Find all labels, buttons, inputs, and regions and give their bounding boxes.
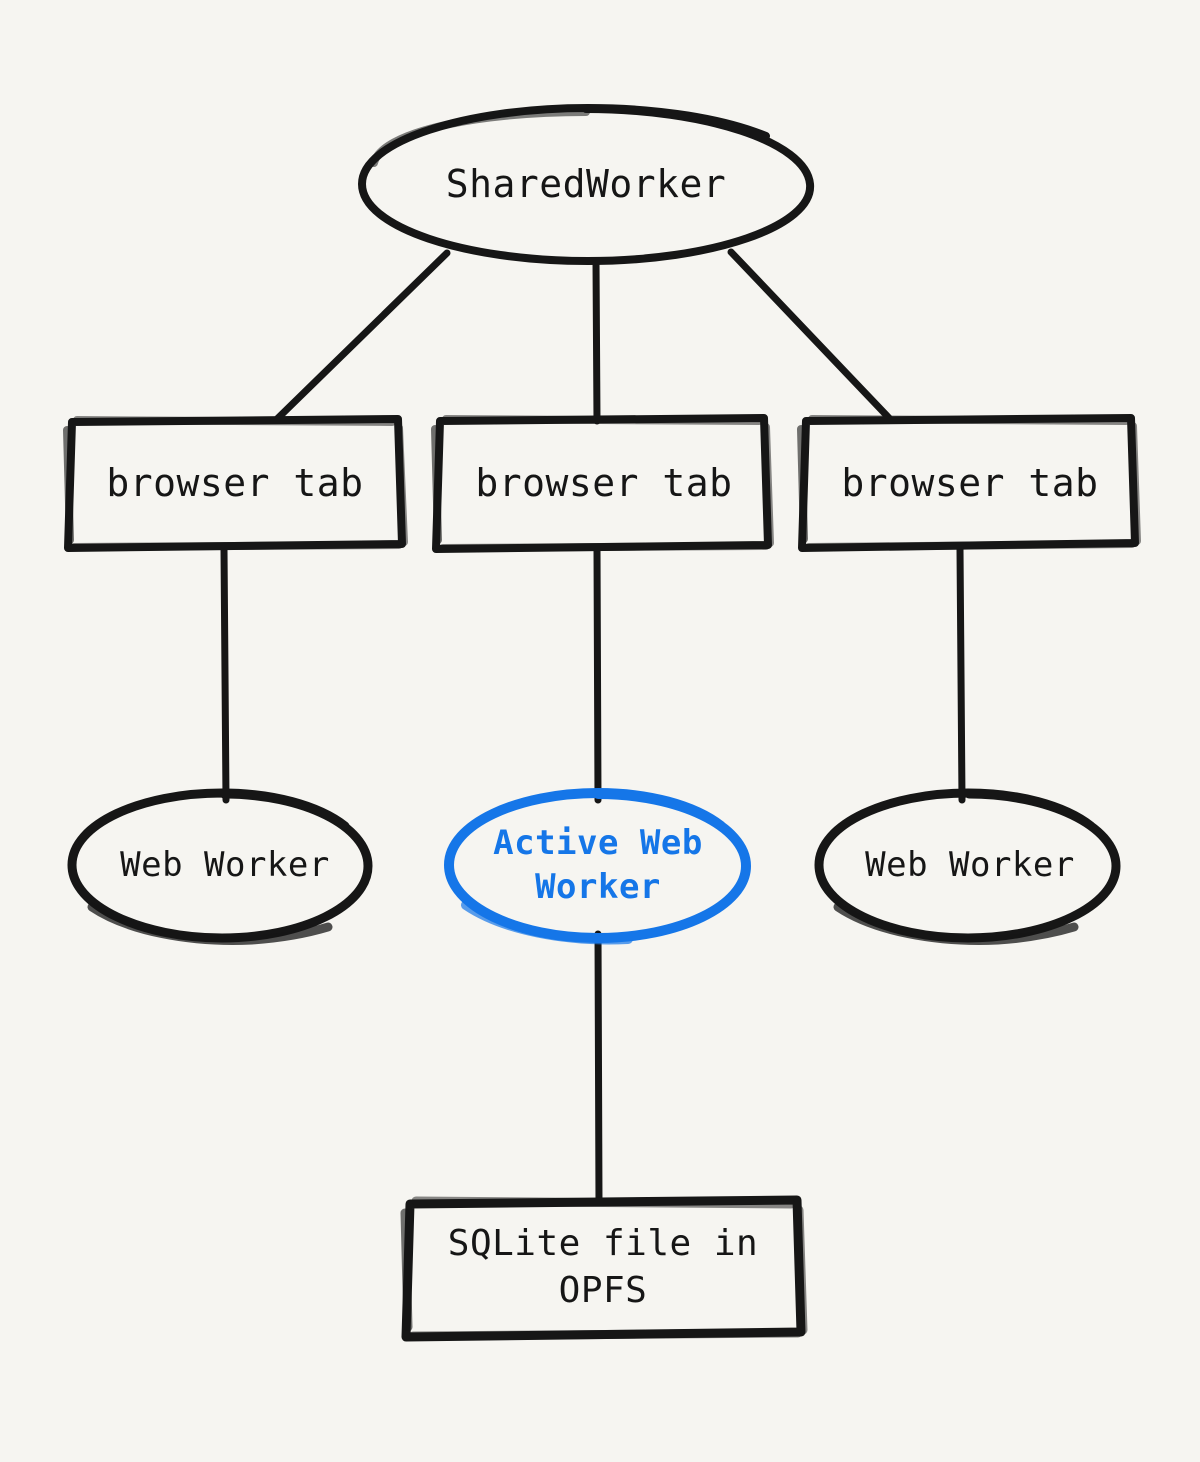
edge-tab-left-to-worker-left bbox=[220, 545, 230, 804]
node-worker-right-shape bbox=[814, 788, 1121, 945]
edge-sharedworker-to-tab-middle bbox=[592, 258, 601, 425]
edge-worker-active-to-sqlite bbox=[594, 930, 603, 1207]
node-worker-left-shape bbox=[67, 788, 373, 945]
node-shared-worker-shape bbox=[358, 104, 815, 265]
node-tab-right-shape bbox=[797, 414, 1141, 552]
edge-tab-middle-to-worker-active bbox=[593, 546, 602, 804]
edge-sharedworker-to-tab-right bbox=[727, 248, 894, 423]
node-tab-middle-shape bbox=[431, 414, 774, 553]
node-sqlite-shape bbox=[400, 1195, 808, 1342]
edge-tab-right-to-worker-right bbox=[956, 545, 966, 804]
edge-group bbox=[220, 248, 966, 1207]
node-tab-left-shape bbox=[63, 415, 408, 552]
node-worker-active-shape bbox=[444, 788, 751, 945]
edge-sharedworker-to-tab-left bbox=[273, 249, 451, 423]
